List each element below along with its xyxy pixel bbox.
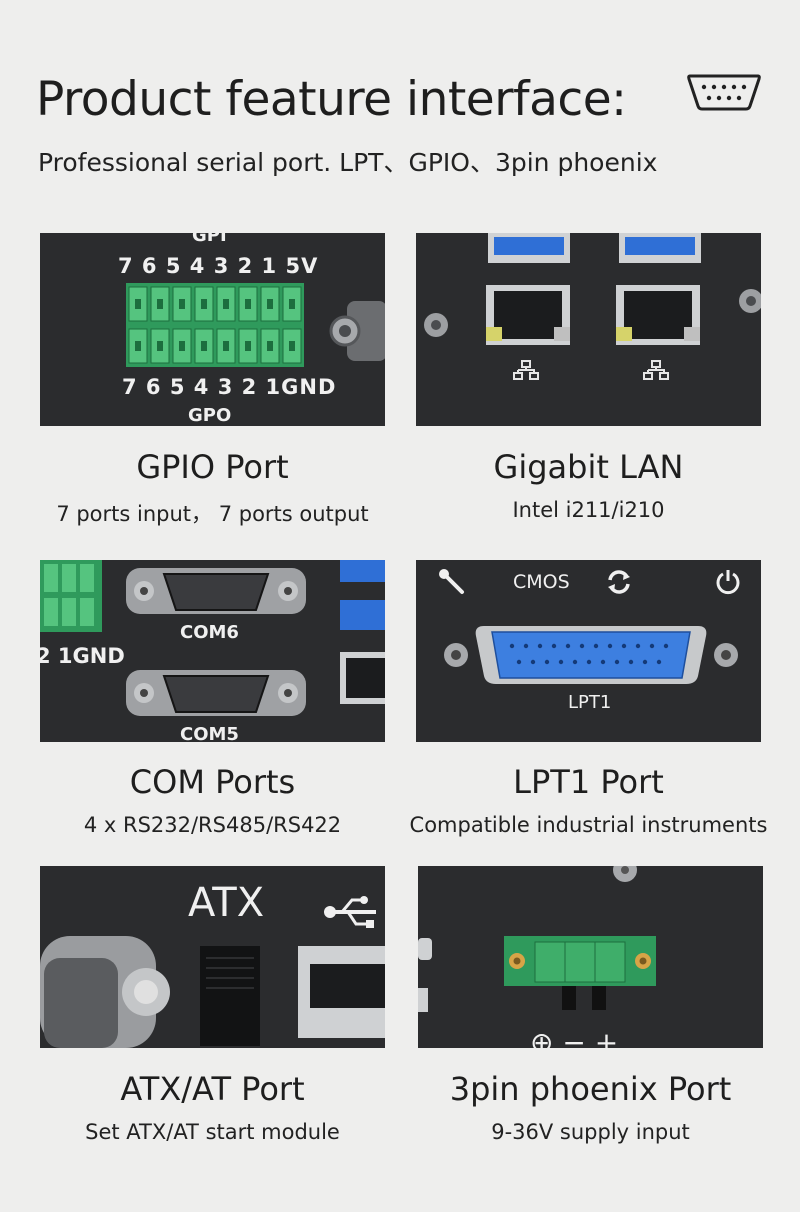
serial-port-icon	[687, 74, 761, 111]
mic-icon	[439, 569, 464, 594]
feature-subtitle-phoenix: 9-36V supply input	[491, 1120, 690, 1144]
gpo-label: GPO	[188, 405, 232, 426]
page-subtitle: Professional serial port. LPT、GPIO、3pin …	[38, 148, 658, 177]
lan-ports	[424, 233, 761, 380]
atx-switch	[40, 936, 385, 1048]
feature-subtitle-atx: Set ATX/AT start module	[85, 1120, 340, 1144]
com5-label: COM5	[180, 724, 239, 742]
atx-label: ATX	[188, 880, 265, 926]
feature-title-lan: Gigabit LAN	[493, 448, 684, 486]
phoenix-connector	[418, 866, 656, 1012]
gnd-label: 2 1GND	[40, 644, 125, 668]
power-icon	[716, 570, 740, 595]
gpi-label: GPI	[192, 233, 227, 246]
feature-title-lpt: LPT1 Port	[513, 763, 664, 801]
refresh-icon	[608, 570, 630, 594]
feature-title-atx: ATX/AT Port	[120, 1070, 305, 1108]
com-connectors	[40, 560, 385, 716]
usb-icon	[324, 896, 376, 928]
gpi-pin-labels: 7 6 5 4 3 2 1 5V	[118, 254, 319, 278]
cmos-label: CMOS	[513, 571, 570, 593]
feature-subtitle-lan: Intel i211/i210	[512, 498, 665, 522]
feature-subtitle-lpt: Compatible industrial instruments	[409, 813, 768, 837]
feature-subtitle-com: 4 x RS232/RS485/RS422	[83, 813, 342, 837]
com6-label: COM6	[180, 622, 239, 643]
feature-title-com: COM Ports	[129, 763, 296, 801]
feature-title-phoenix: 3pin phoenix Port	[449, 1070, 732, 1108]
screw-icon	[329, 301, 385, 361]
atx-at-port-photo: ATX	[40, 866, 385, 1048]
gpio-terminal-block	[126, 283, 304, 367]
lpt1-label: LPT1	[568, 692, 612, 713]
page-title: Product feature interface:	[36, 72, 627, 127]
phoenix-port-photo: ⊕ − +	[418, 866, 763, 1048]
feature-subtitle-gpio: 7 ports input， 7 ports output	[56, 502, 369, 526]
lpt-connector	[444, 626, 738, 684]
lpt1-port-photo: CMOS LPT1	[416, 560, 761, 742]
com-ports-photo: COM6 2 1GND COM5	[40, 560, 385, 742]
gpo-pin-labels: 7 6 5 4 3 2 1GND	[122, 375, 337, 399]
feature-title-gpio: GPIO Port	[136, 448, 289, 486]
gpio-port-photo: GPI 7 6 5 4 3 2 1 5V 7 6 5 4 3 2 1GND GP…	[40, 233, 385, 426]
power-symbols: ⊕ − +	[530, 1026, 619, 1048]
gigabit-lan-photo	[416, 233, 761, 426]
